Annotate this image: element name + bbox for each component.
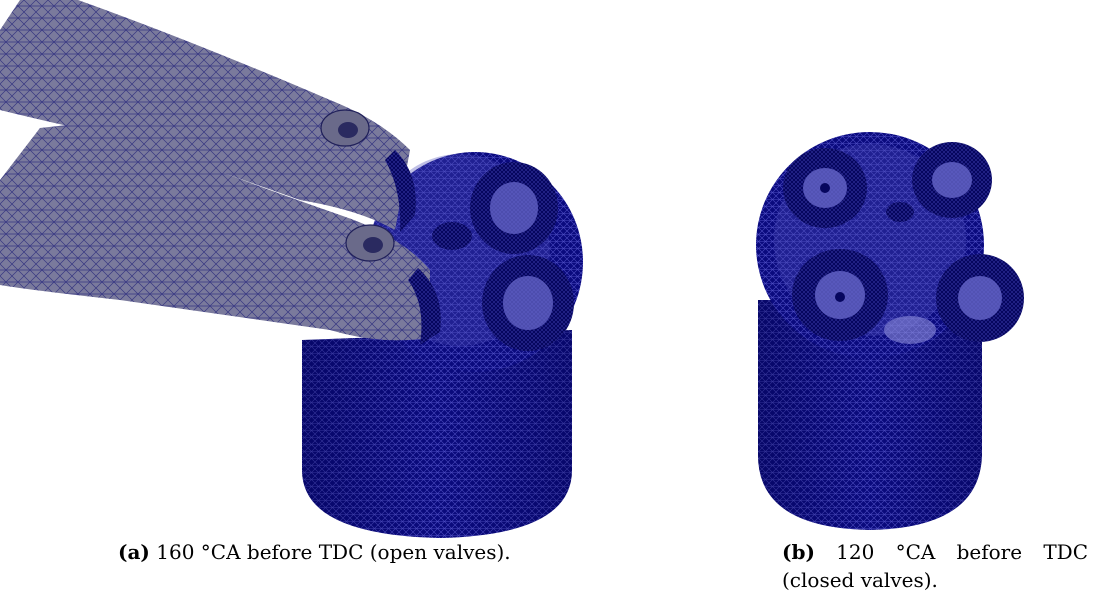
valve-rings xyxy=(783,142,1024,344)
caption-b-text: 120 °CA before TDC (closed valves). xyxy=(782,540,1088,592)
caption-a-text: 160 °CA before TDC (open valves). xyxy=(156,540,511,564)
caption-a: (a) 160 °CA before TDC (open valves). xyxy=(118,538,538,566)
mesh-render-open-valves xyxy=(0,0,583,538)
intake-port-lower xyxy=(0,122,441,345)
cylinder-body xyxy=(302,330,572,538)
caption-b-label: (b) xyxy=(782,540,815,564)
intake-port-upper xyxy=(0,0,416,232)
cylinder-body xyxy=(758,300,982,530)
mesh-render-closed-valves xyxy=(756,132,1024,530)
valve-rings xyxy=(432,162,574,351)
caption-a-label: (a) xyxy=(118,540,150,564)
caption-b: (b) 120 °CA before TDC (closed valves). xyxy=(782,538,1088,594)
